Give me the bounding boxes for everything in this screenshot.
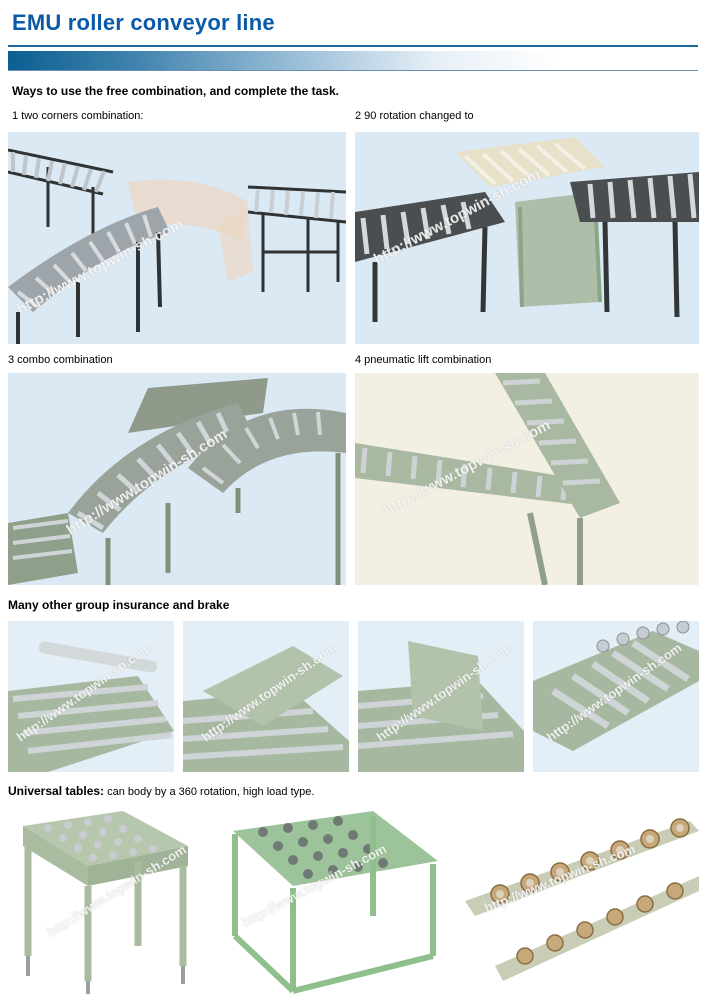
photo-ball-transfer-strips: http://www.topwin-sh.com <box>455 806 699 996</box>
header-gradient-band <box>8 51 698 70</box>
section-brake-heading: Many other group insurance and brake <box>8 598 230 612</box>
caption-pneumatic-lift: 4 pneumatic lift combination <box>355 354 492 366</box>
photo-universal-table-square: http://www.topwin-sh.com <box>8 806 206 996</box>
caption-90-rotation: 2 90 rotation changed to <box>355 110 474 122</box>
photo-90-rotation: http://www.topwin-sh.com <box>355 132 699 344</box>
photo-universal-table-frame: http://www.topwin-sh.com <box>223 806 441 996</box>
photo-pneumatic-lift-combination: http://www.topwin-sh.com <box>355 373 699 585</box>
photo-brake-gate: http://www.topwin-sh.com <box>358 621 524 772</box>
caption-two-corners: 1 two corners combination: <box>12 110 144 122</box>
universal-tables-description: can body by a 360 rotation, high load ty… <box>104 786 315 798</box>
caption-combo: 3 combo combination <box>8 354 113 366</box>
photo-two-corners-combination: http://www.topwin-sh.com <box>8 132 346 344</box>
universal-tables-line: Universal tables: can body by a 360 rota… <box>8 784 314 798</box>
photo-brake-wheels: http://www.topwin-sh.com <box>533 621 699 772</box>
page-title: EMU roller conveyor line <box>12 10 275 35</box>
intro-heading: Ways to use the free combination, and co… <box>12 84 339 98</box>
title-divider <box>8 45 698 47</box>
universal-tables-label: Universal tables: <box>8 784 105 798</box>
photo-combo-combination: http://www.topwin-sh.com <box>8 373 346 585</box>
photo-brake-bar-stopper: http://www.topwin-sh.com <box>8 621 174 772</box>
photo-brake-plate: http://www.topwin-sh.com <box>183 621 349 772</box>
band-divider <box>8 70 698 71</box>
